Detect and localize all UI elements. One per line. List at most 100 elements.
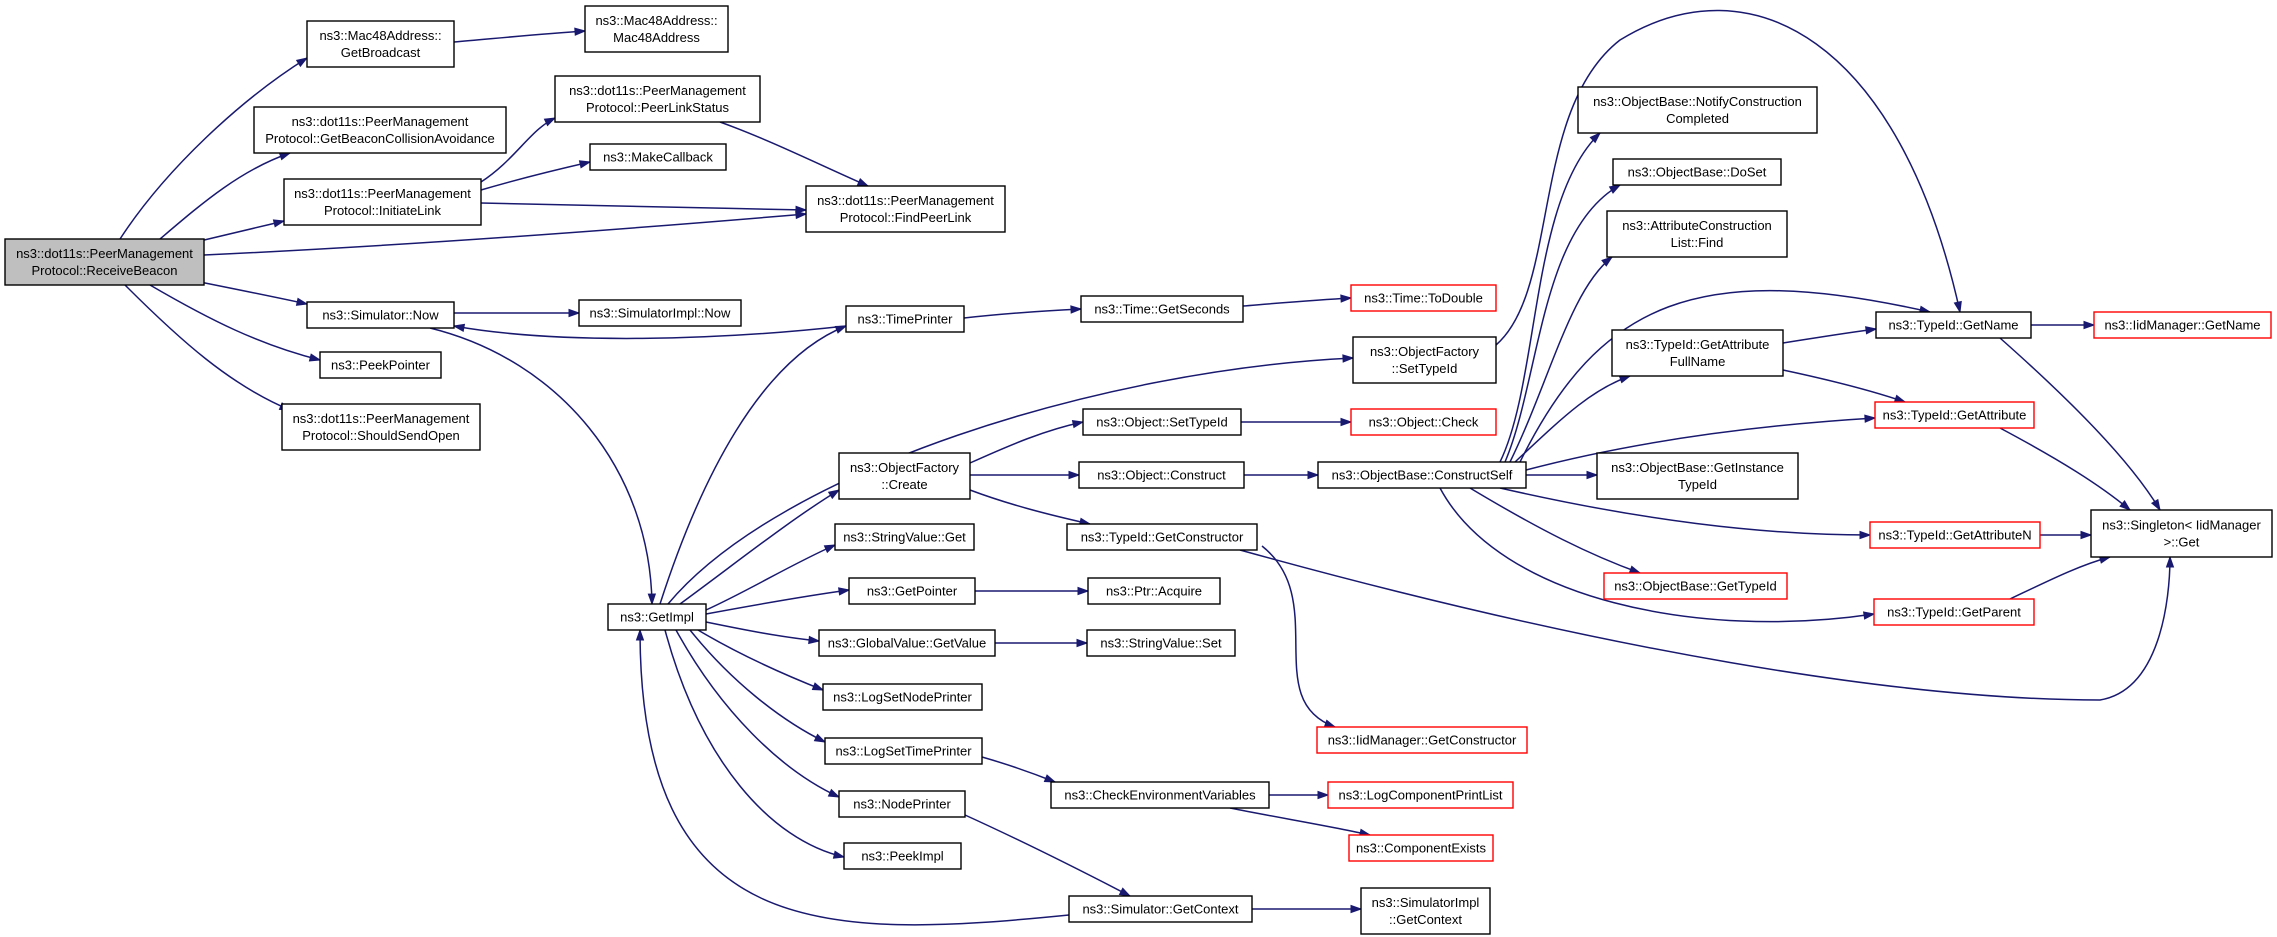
node-getpointer[interactable]: ns3::GetPointer <box>848 577 976 605</box>
edge-arrowhead <box>1862 611 1876 620</box>
edge-line <box>639 629 1070 926</box>
node-simimplgetctx[interactable]: ns3::SimulatorImpl::GetContext <box>1360 887 1491 935</box>
node-iidgetctor[interactable]: ns3::IidManager::GetConstructor <box>1316 726 1528 754</box>
node-box <box>283 178 482 226</box>
edge-cev-lcpl <box>1269 790 1330 800</box>
node-box <box>834 523 975 551</box>
node-lstp[interactable]: ns3::LogSetTimePrinter <box>824 737 983 765</box>
node-label-line: ns3::LogSetTimePrinter <box>835 744 972 759</box>
edge-obconstructself-tidgetattrn <box>1499 487 1872 540</box>
edge-arrowhead <box>838 587 851 596</box>
node-box <box>253 106 507 154</box>
node-label-line: ns3::ObjectBase::GetInstance <box>1611 460 1784 475</box>
node-label-line: ns3::ObjectBase::NotifyConstruction <box>1593 94 1802 109</box>
edge-line <box>969 421 1084 464</box>
node-tidgetattr[interactable]: ns3::TypeId::GetAttribute <box>1874 401 2035 429</box>
edge-line <box>199 220 285 242</box>
edge-line <box>1469 487 1641 574</box>
node-peekptr[interactable]: ns3::PeekPointer <box>319 351 442 379</box>
node-objsettid[interactable]: ns3::Object::SetTypeId <box>1082 408 1242 436</box>
node-box <box>1350 284 1497 312</box>
edge-line <box>453 325 847 340</box>
node-root[interactable]: ns3::dot11s::PeerManagementProtocol::Rec… <box>4 238 205 286</box>
edge-line <box>697 629 824 691</box>
node-box <box>843 842 962 870</box>
edge-arrowhead <box>1628 565 1642 574</box>
node-peekimpl[interactable]: ns3::PeekImpl <box>843 842 962 870</box>
node-svget[interactable]: ns3::StringValue::Get <box>834 523 975 551</box>
node-objcheck[interactable]: ns3::Object::Check <box>1350 408 1497 436</box>
node-ofcreate[interactable]: ns3::ObjectFactory::Create <box>838 452 971 500</box>
node-label-line: Protocol::ReceiveBeacon <box>32 263 178 278</box>
node-simgetctx[interactable]: ns3::Simulator::GetContext <box>1068 895 1253 923</box>
edge-arrowhead <box>308 353 322 362</box>
node-svset[interactable]: ns3::StringValue::Set <box>1086 629 1236 657</box>
node-box <box>1360 887 1491 935</box>
node-label-line: ns3::ObjectFactory <box>850 460 960 475</box>
node-tidgetattrn[interactable]: ns3::TypeId::GetAttributeN <box>1869 521 2041 549</box>
node-obdoset[interactable]: ns3::ObjectBase::DoSet <box>1612 158 1782 186</box>
edge-line <box>1999 337 2161 511</box>
node-box <box>1611 329 1784 377</box>
node-tidgetparent[interactable]: ns3::TypeId::GetParent <box>1873 598 2035 626</box>
node-box <box>1078 461 1245 489</box>
edge-arrowhead <box>1864 414 1877 423</box>
node-lsnp[interactable]: ns3::LogSetNodePrinter <box>822 683 983 711</box>
node-ptracquire[interactable]: ns3::Ptr::Acquire <box>1087 577 1221 605</box>
node-ofsettid[interactable]: ns3::ObjectFactory::SetTypeId <box>1352 336 1497 384</box>
node-obnotify[interactable]: ns3::ObjectBase::NotifyConstructionCompl… <box>1577 86 1818 134</box>
node-label-line: ::Create <box>881 477 927 492</box>
edge-arrowhead <box>2083 320 2096 330</box>
node-label-line: ns3::TypeId::GetParent <box>1887 605 2021 620</box>
node-box <box>319 351 442 379</box>
edge-tidgetattr-singleton <box>1999 427 2132 511</box>
edge-getimpl-ofsettid <box>667 354 1355 605</box>
node-compexists[interactable]: ns3::ComponentExists <box>1348 834 1494 862</box>
node-box <box>1606 210 1788 258</box>
node-simnow[interactable]: ns3::Simulator::Now <box>306 301 455 329</box>
edge-line <box>1242 297 1352 307</box>
node-cev[interactable]: ns3::CheckEnvironmentVariables <box>1050 781 1270 809</box>
node-todouble[interactable]: ns3::Time::ToDouble <box>1350 284 1497 312</box>
node-obconstructself[interactable]: ns3::ObjectBase::ConstructSelf <box>1317 461 1527 489</box>
node-gvgetvalue[interactable]: ns3::GlobalValue::GetValue <box>818 629 996 657</box>
node-mac48[interactable]: ns3::Mac48Address::Mac48Address <box>584 5 729 53</box>
node-label-line: ns3::PeekPointer <box>331 358 431 373</box>
node-simimplnow[interactable]: ns3::SimulatorImpl::Now <box>578 299 742 327</box>
node-iidgetname[interactable]: ns3::IidManager::GetName <box>2093 311 2272 339</box>
node-tidgetctor[interactable]: ns3::TypeId::GetConstructor <box>1066 523 1258 551</box>
node-getseconds[interactable]: ns3::Time::GetSeconds <box>1080 295 1244 323</box>
node-box <box>805 185 1006 233</box>
node-box <box>1327 781 1514 809</box>
node-label-line: ns3::GetImpl <box>620 610 694 625</box>
node-macbc[interactable]: ns3::Mac48Address::GetBroadcast <box>306 20 455 68</box>
edge-simgetctx-simimplgetctx <box>1251 904 1363 914</box>
node-lcpl[interactable]: ns3::LogComponentPrintList <box>1327 781 1514 809</box>
edge-il-mcb <box>480 160 592 191</box>
node-objconstruct[interactable]: ns3::Object::Construct <box>1078 461 1245 489</box>
edge-arrowhead <box>823 544 837 554</box>
edge-ofcreate-objconstruct <box>969 470 1081 480</box>
node-label-line: ns3::dot11s::PeerManagement <box>293 411 470 426</box>
node-timeprinter[interactable]: ns3::TimePrinter <box>845 305 965 333</box>
node-mcb[interactable]: ns3::MakeCallback <box>589 143 727 171</box>
node-label-line: ::GetContext <box>1389 912 1462 927</box>
node-box <box>1352 336 1497 384</box>
node-label-line: ns3::PeekImpl <box>861 849 943 864</box>
node-getimpl[interactable]: ns3::GetImpl <box>607 603 707 631</box>
node-obgtid[interactable]: ns3::ObjectBase::GetTypeId <box>1603 572 1788 600</box>
node-sso[interactable]: ns3::dot11s::PeerManagementProtocol::Sho… <box>281 403 481 451</box>
node-tidgetname[interactable]: ns3::TypeId::GetName <box>1875 311 2032 339</box>
node-box <box>1082 408 1242 436</box>
edge-line <box>1439 487 1875 623</box>
node-fpl[interactable]: ns3::dot11s::PeerManagementProtocol::Fin… <box>805 185 1006 233</box>
edge-il-fpl <box>480 202 808 215</box>
node-pls[interactable]: ns3::dot11s::PeerManagementProtocol::Pee… <box>554 75 761 123</box>
node-gbca[interactable]: ns3::dot11s::PeerManagementProtocol::Get… <box>253 106 507 154</box>
node-il[interactable]: ns3::dot11s::PeerManagementProtocol::Ini… <box>283 178 482 226</box>
node-singleton[interactable]: ns3::Singleton< IidManager>::Get <box>2090 509 2273 558</box>
node-nodeprinter[interactable]: ns3::NodePrinter <box>838 790 966 818</box>
